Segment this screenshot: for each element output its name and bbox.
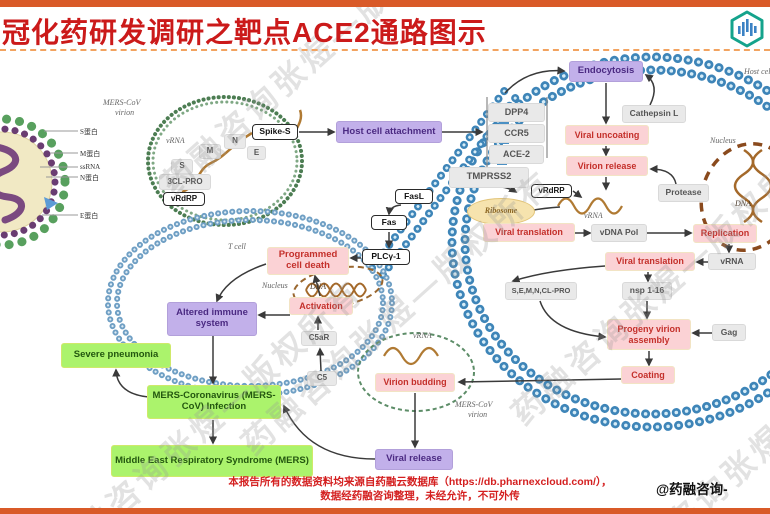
mers-virion-caption-line1: MERS-CoV	[103, 98, 141, 107]
cathepsin-l-box: Cathepsin L	[622, 105, 686, 123]
virus-label-s-protein: S蛋白	[80, 128, 98, 136]
footer-disclaimer-line2: 数据经药融咨询整理，未经允许，不可外传	[320, 490, 520, 502]
viral-release-box: Viral release	[375, 449, 453, 470]
t-cell-nucleus-label: Nucleus	[262, 281, 288, 290]
host-cell-attachment-box: Host cell attachment	[336, 121, 442, 143]
coating-box: Coating	[621, 366, 675, 384]
virus-label-leader-lines	[40, 130, 78, 216]
host-dna-helix	[751, 148, 770, 224]
3cl-pro-box: 3CL-PRO	[159, 174, 211, 190]
virion-budding-box: Virion budding	[375, 373, 455, 392]
tmprss2-box: TMPRSS2	[449, 167, 529, 188]
budding-vrna-label: vRNA	[413, 331, 432, 340]
virion-vrna-label: vRNA	[166, 136, 185, 145]
c5-box: C5	[307, 371, 337, 386]
e-protein-box: E	[247, 146, 266, 160]
replication-box: Replication	[693, 224, 757, 243]
vrdrp-box-host: vRdRP	[531, 184, 572, 198]
virus-label-ssrna: ssRNA	[80, 163, 101, 171]
footer-credit: @药融咨询-	[656, 482, 728, 497]
spike-s-box: Spike-S	[252, 124, 298, 140]
host-dna-label: DNA	[735, 199, 751, 208]
mers-virus-illustration	[0, 114, 78, 250]
vrdrp-box-virion: vRdRP	[163, 192, 205, 206]
c5ar-box: C5aR	[301, 331, 337, 346]
altered-immune-system-box: Altered immune system	[167, 302, 257, 336]
virus-label-e-protein: E蛋白	[80, 212, 99, 220]
protease-box: Protease	[658, 184, 709, 202]
virus-label-n-protein: N蛋白	[80, 174, 100, 182]
endocytosis-box: Endocytosis	[569, 61, 643, 82]
viral-uncoating-box: Viral uncoating	[565, 125, 649, 145]
host-vrna-label: vRNA	[584, 211, 603, 220]
budding-virion-caption-line2: virion	[468, 410, 488, 419]
mers-virion-caption-line2: virion	[115, 108, 135, 117]
gag-box: Gag	[712, 324, 746, 341]
logo-bars-icon	[738, 19, 757, 36]
progeny-virion-assembly-box: Progeny virion assembly	[607, 319, 691, 350]
pathway-arrows	[112, 66, 734, 460]
virus-blue-arrow-icon	[44, 197, 58, 210]
mers-syndrome-box: Middle East Respiratory Syndrome (MERS)	[111, 445, 313, 477]
budding-vesicle-outline	[357, 332, 475, 412]
budding-virion-caption-line1: MERS-CoV	[455, 400, 493, 409]
title-separator	[0, 49, 770, 51]
nsp-box: nsp 1-16	[622, 282, 672, 300]
activation-box: Activation	[289, 297, 353, 315]
host-cell-membrane	[368, 52, 770, 432]
page-title: 冠化药研发调研之靶点ACE2通路图示	[2, 17, 487, 48]
programmed-cell-death-box: Programmed cell death	[267, 247, 349, 275]
virus-rna-coil	[0, 144, 25, 224]
m-protein-box: M	[199, 144, 221, 159]
vrna-box: vRNA	[708, 253, 756, 270]
virus-label-m-protein: M蛋白	[80, 150, 101, 158]
viral-translation-box-1: Viral translation	[483, 223, 575, 242]
vdna-pol-box: vDNA Pol	[591, 224, 647, 242]
severe-pneumonia-box: Severe pneumonia	[61, 343, 171, 368]
host-cell-label: Host cell	[744, 67, 770, 76]
structural-proteins-box: S,E,M,N,CL-PRO	[505, 282, 577, 300]
top-accent-bar	[0, 0, 770, 7]
bottom-accent-bar	[0, 508, 770, 514]
t-cell-dna	[305, 282, 367, 298]
t-cell-dna-label: DNA	[310, 282, 326, 291]
ribosome: Ribosome	[467, 198, 535, 225]
company-logo	[730, 10, 764, 48]
dpp4-box: DPP4	[488, 103, 545, 122]
host-nucleus	[699, 141, 770, 253]
mers-infection-box: MERS-Coronavirus (MERS-CoV) Infection	[147, 385, 281, 419]
viral-translation-box-2: Viral translation	[605, 252, 695, 271]
plc-gamma-box: PLCγ-1	[362, 249, 410, 265]
vrna-squiggle-budding	[383, 346, 439, 366]
fasl-box: FasL	[395, 189, 433, 204]
logo-hexagon-icon	[730, 10, 764, 48]
ace2-box: ACE-2	[489, 145, 544, 164]
s-protein-box: S	[171, 159, 193, 174]
ccr5-box: CCR5	[488, 124, 545, 143]
fas-box: Fas	[371, 215, 407, 230]
host-nucleus-label: Nucleus	[710, 136, 736, 145]
t-cell-label: T cell	[228, 242, 246, 251]
footer-disclaimer-line1: 本报告所有的数据资料均来源自药融云数据库（https://db.pharnexc…	[228, 476, 612, 488]
n-protein-box: N	[224, 134, 246, 149]
vrna-squiggle-host	[557, 197, 623, 215]
virion-release-box: Virion release	[566, 156, 648, 176]
